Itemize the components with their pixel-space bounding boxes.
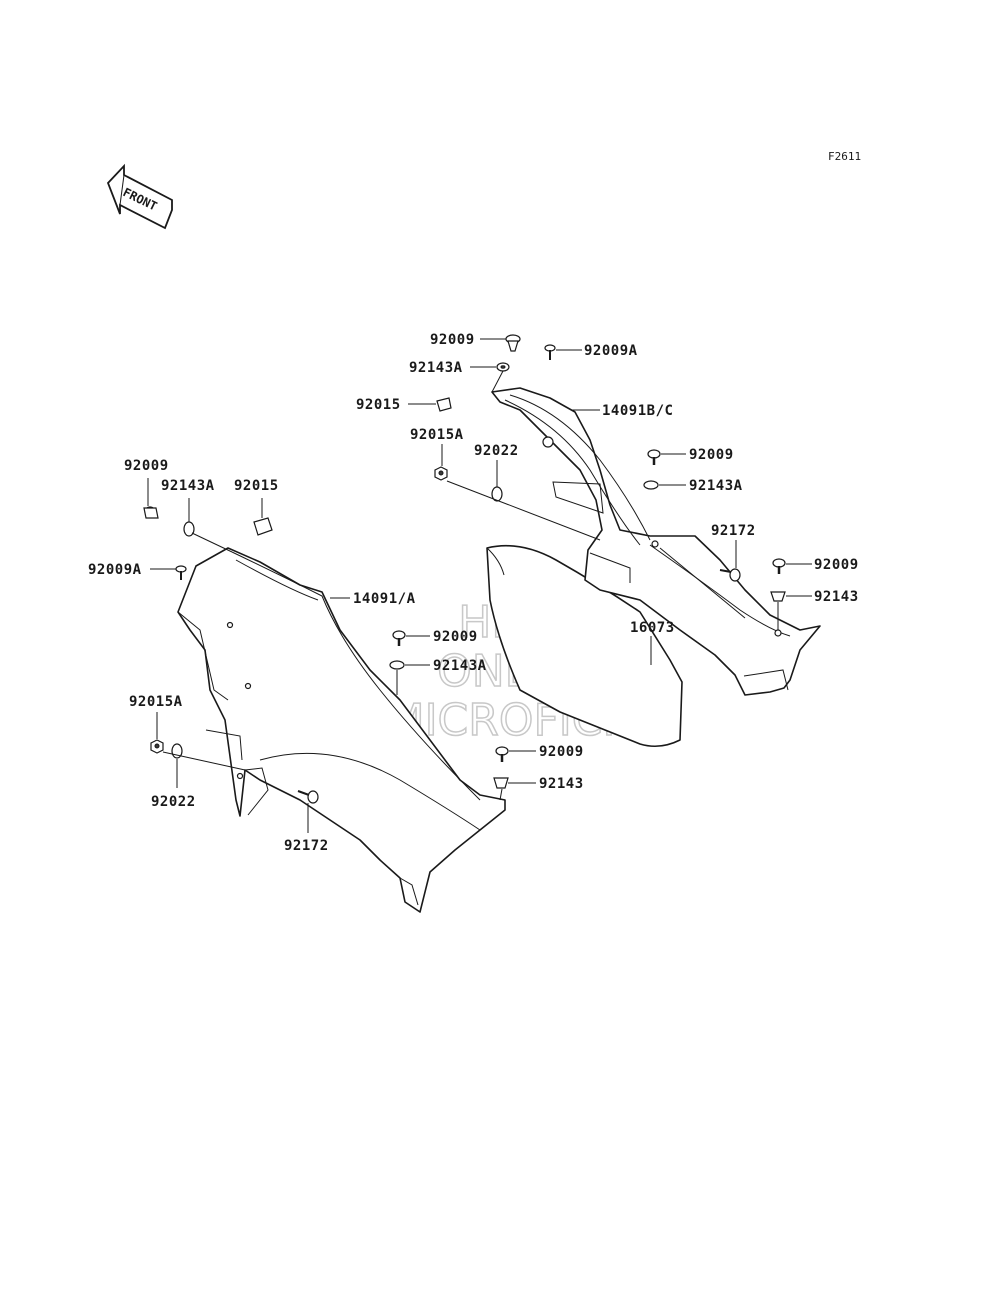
screw-92009-lower xyxy=(495,746,509,762)
washer-92143a-center xyxy=(389,660,405,670)
callout-92143a-left: 92143A xyxy=(161,478,215,494)
washer-92143a-top xyxy=(496,362,510,372)
callout-14091a: 14091/A xyxy=(353,591,416,607)
washer-92143a-left xyxy=(183,521,195,537)
screw-92009-left xyxy=(143,506,159,519)
callout-92009-right-1: 92009 xyxy=(689,447,734,463)
callout-labels: 92009 92009A 92143A 92015 14091B/C 92015… xyxy=(88,332,859,854)
screw-92009a-left xyxy=(175,565,187,580)
part-14091bc-right-cover xyxy=(491,387,821,696)
leader-lines xyxy=(147,338,812,833)
callout-92143a-top: 92143A xyxy=(409,360,463,376)
callout-92015a-left: 92015A xyxy=(129,694,183,710)
callout-16073: 16073 xyxy=(630,620,675,636)
nut-92015a-right xyxy=(434,466,448,481)
grommet-92143-lower xyxy=(493,777,509,789)
callout-92143-right: 92143 xyxy=(814,589,859,605)
callout-92143-lower: 92143 xyxy=(539,776,584,792)
callout-92009-right-2: 92009 xyxy=(814,557,859,573)
callout-92009a-left: 92009A xyxy=(88,562,142,578)
callout-92009-left: 92009 xyxy=(124,458,169,474)
screw-92009-top xyxy=(505,334,521,352)
clip-92015-left xyxy=(253,517,273,536)
callout-92009-lower: 92009 xyxy=(539,744,584,760)
screw-92009-right-1 xyxy=(647,449,661,465)
screw-92009-right-2 xyxy=(772,558,786,574)
grommet-92143-right xyxy=(770,591,786,602)
callout-92015-left: 92015 xyxy=(234,478,279,494)
part-14091a-left-cover xyxy=(177,547,506,913)
nut-92015a-left xyxy=(150,739,164,754)
screw-92009-center xyxy=(392,630,406,646)
callout-92143a-center: 92143A xyxy=(433,658,487,674)
figure-id: F2611 xyxy=(828,150,861,163)
screw-92172-left xyxy=(297,790,319,804)
screw-92172-right xyxy=(719,568,741,582)
part-16073-panel xyxy=(486,544,683,748)
clip-92015-top xyxy=(436,397,452,412)
callout-92172-right: 92172 xyxy=(711,523,756,539)
callout-92015-top: 92015 xyxy=(356,397,401,413)
washer-92143a-right xyxy=(643,480,659,490)
screw-92009a-top xyxy=(544,344,556,360)
callout-92009-top: 92009 xyxy=(430,332,475,348)
callout-92143a-right: 92143A xyxy=(689,478,743,494)
callout-92009a-top: 92009A xyxy=(584,343,638,359)
callout-92015a-right: 92015A xyxy=(410,427,464,443)
callout-92022-right: 92022 xyxy=(474,443,519,459)
callout-92022-left: 92022 xyxy=(151,794,196,810)
callout-92009-center: 92009 xyxy=(433,629,478,645)
callout-14091bc: 14091B/C xyxy=(602,403,673,419)
callout-92172-left: 92172 xyxy=(284,838,329,854)
front-arrow-icon: FRONT xyxy=(106,163,173,230)
